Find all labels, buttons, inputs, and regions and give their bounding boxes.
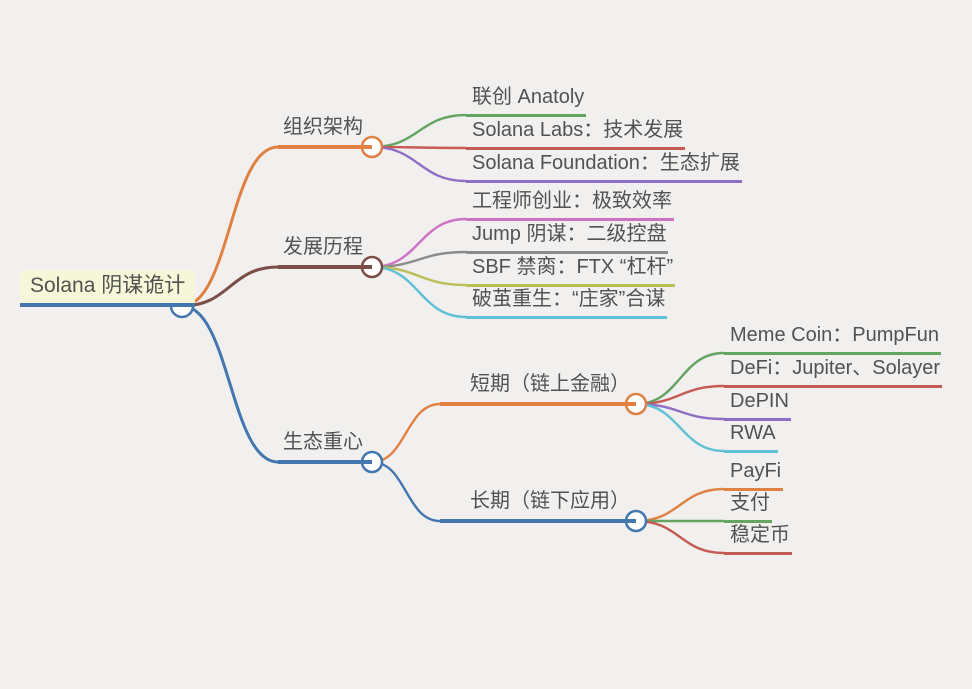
branch-curve-eco xyxy=(180,304,280,464)
leaf-rwa[interactable]: RWA xyxy=(724,421,778,453)
leaf-depin[interactable]: DePIN xyxy=(724,389,791,421)
branch-curve-long-term xyxy=(370,460,442,523)
branch-curve-anatoly xyxy=(370,113,468,149)
leaf-engineer-startup[interactable]: 工程师创业：极致效率 xyxy=(466,189,674,221)
leaf-cofounder-anatoly[interactable]: 联创 Anatoly xyxy=(466,85,587,117)
leaf-payment[interactable]: 支付 xyxy=(724,491,772,523)
leaf-payfi[interactable]: PayFi xyxy=(724,459,784,491)
leaf-solana-foundation[interactable]: Solana Foundation：生态扩展 xyxy=(466,151,742,183)
leaf-stablecoin[interactable]: 稳定币 xyxy=(724,523,792,555)
branch-curve-history xyxy=(180,265,280,308)
branch-curve-stablecoin xyxy=(634,519,726,555)
branch-curve-org xyxy=(180,145,280,308)
leaf-defi[interactable]: DeFi：Jupiter、Solayer xyxy=(724,356,943,388)
branch-curve-meme xyxy=(634,351,726,406)
branch-curve-short-term xyxy=(370,402,442,464)
node-short-term[interactable]: 短期（链上金融） xyxy=(440,372,636,406)
branch-curve-payfi xyxy=(634,487,726,523)
leaf-jump-conspiracy[interactable]: Jump 阴谋：二级控盘 xyxy=(466,222,669,254)
branch-curve-foundation xyxy=(370,145,468,183)
branch-ecosystem[interactable]: 生态重心 xyxy=(278,430,372,464)
branch-curve-rebirth xyxy=(370,265,468,319)
leaf-solana-labs[interactable]: Solana Labs：技术发展 xyxy=(466,118,686,150)
leaf-sbf-ftx[interactable]: SBF 禁脔：FTX “杠杆” xyxy=(466,255,676,287)
branch-history[interactable]: 发展历程 xyxy=(278,235,372,269)
branch-curve-engineer xyxy=(370,217,468,269)
branch-curve-rwa xyxy=(634,402,726,453)
root-topic[interactable]: Solana 阴谋诡计 xyxy=(20,270,196,307)
leaf-rebirth[interactable]: 破茧重生：“庄家”合谋 xyxy=(466,287,668,319)
node-long-term[interactable]: 长期（链下应用） xyxy=(440,489,636,523)
leaf-meme-coin[interactable]: Meme Coin：PumpFun xyxy=(724,323,941,355)
branch-organization[interactable]: 组织架构 xyxy=(278,115,372,149)
